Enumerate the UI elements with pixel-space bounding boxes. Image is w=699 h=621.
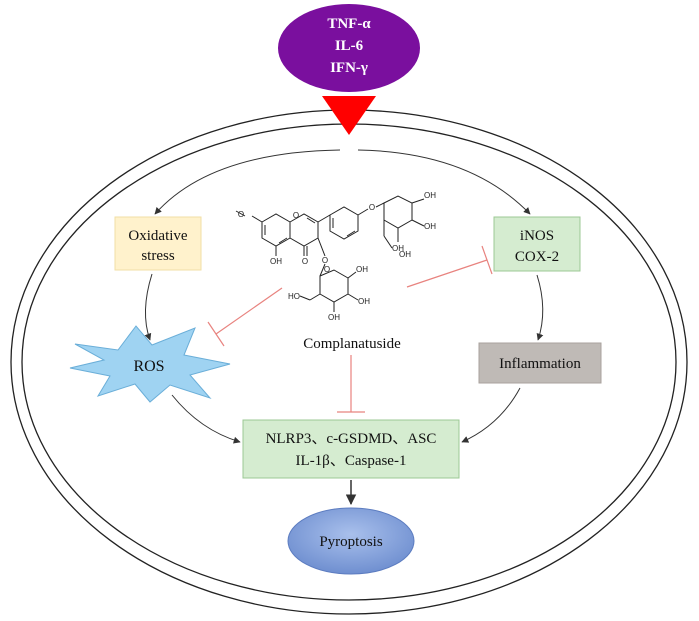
atom-label: O bbox=[238, 210, 244, 219]
arrow-oxidative-to-ros bbox=[144, 273, 153, 341]
oxidative-stress-box bbox=[114, 216, 202, 271]
atom-label: OH bbox=[424, 222, 436, 231]
inhibit-ros-line bbox=[215, 287, 283, 335]
inhibit-inos-bar bbox=[481, 245, 493, 275]
atom-label: OH bbox=[424, 191, 436, 200]
inflammasome-node: NLRP3、c-GSDMD、ASC IL-1β、Caspase-1 bbox=[242, 419, 460, 479]
complanatuside-structure bbox=[235, 195, 425, 312]
arrow-ros-to-inflammasome bbox=[171, 394, 241, 444]
compound-label: Complanatuside bbox=[303, 336, 401, 352]
inflammasome-label-2: IL-1β、Caspase-1 bbox=[296, 453, 407, 469]
inflammasome-label-1: NLRP3、c-GSDMD、ASC bbox=[266, 431, 437, 447]
inhibition-lines bbox=[207, 245, 493, 413]
inflammasome-box bbox=[242, 419, 460, 479]
atom-label: OH bbox=[358, 297, 370, 306]
atom-label: O bbox=[322, 256, 328, 265]
atom-label: O bbox=[324, 265, 330, 274]
atom-label: OH bbox=[399, 250, 411, 259]
cytokine-ellipse bbox=[278, 4, 420, 92]
inflammation-node: Inflammation bbox=[478, 342, 602, 384]
atom-label: OH bbox=[392, 244, 404, 253]
ros-starburst bbox=[69, 325, 231, 403]
receptor-trigger-triangle bbox=[322, 96, 376, 135]
arrow-to-oxidative-stress bbox=[154, 149, 341, 215]
inos-cox2-box bbox=[493, 216, 581, 272]
atom-label: O bbox=[293, 211, 299, 220]
atom-label: O bbox=[369, 203, 375, 212]
arrow-inos-to-inflammation bbox=[536, 274, 544, 341]
atom-label: OH bbox=[328, 313, 340, 322]
atom-label: OH bbox=[270, 257, 282, 266]
cytokine-ifn: IFN-γ bbox=[330, 60, 368, 76]
inos-label: iNOS bbox=[520, 228, 554, 244]
inflammation-box bbox=[478, 342, 602, 384]
cox2-label: COX-2 bbox=[515, 249, 559, 265]
ros-node: ROS bbox=[69, 325, 231, 403]
cytokine-group: TNF-α IL-6 IFN-γ bbox=[278, 4, 420, 92]
inflammation-label: Inflammation bbox=[499, 356, 581, 372]
arrow-to-inos bbox=[357, 149, 531, 215]
cytokine-tnf: TNF-α bbox=[327, 16, 371, 32]
ring-a bbox=[261, 213, 291, 247]
atom-label: O bbox=[302, 257, 308, 266]
inhibit-ros-bar bbox=[207, 321, 225, 347]
oxidative-stress-node: Oxidative stress bbox=[114, 216, 202, 271]
ros-label: ROS bbox=[133, 358, 164, 375]
atom-label: OH bbox=[356, 265, 368, 274]
pyroptosis-label: Pyroptosis bbox=[319, 534, 383, 550]
cytokine-il6: IL-6 bbox=[335, 38, 364, 54]
pyroptosis-ellipse bbox=[287, 507, 415, 575]
arrow-inflammation-to-inflammasome bbox=[461, 387, 521, 443]
inhibit-inos-line bbox=[406, 259, 488, 288]
sugar-1 bbox=[383, 195, 413, 229]
ring-b bbox=[329, 206, 359, 240]
complanatuside-atom-labels: O O O O O OH OH OH OH OH OH O HO OH OH bbox=[238, 191, 436, 322]
oxidative-stress-label-1: Oxidative bbox=[128, 228, 187, 244]
inos-cox2-node: iNOS COX-2 bbox=[493, 216, 581, 272]
oxidative-stress-label-2: stress bbox=[141, 248, 174, 264]
sugar-2 bbox=[319, 269, 349, 303]
pyroptosis-node: Pyroptosis bbox=[287, 507, 415, 575]
atom-label: HO bbox=[288, 292, 300, 301]
